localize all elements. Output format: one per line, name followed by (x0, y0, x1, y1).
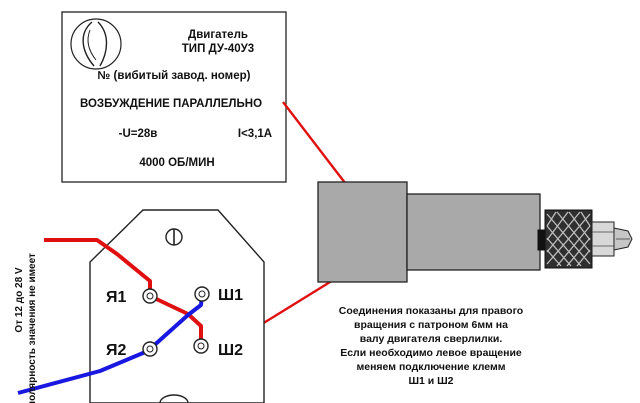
terminal-ya2-label: Я2 (106, 342, 127, 359)
note-line-3: валу двигателя сверлилки. (360, 333, 503, 345)
screw-icon (159, 394, 189, 403)
jumper-wire-ya1-sh2 (149, 294, 203, 346)
terminal-sh2: Ш2 (193, 338, 243, 359)
plate-title: Двигатель (188, 29, 248, 41)
note-line-1: Соединения показаны для правого (339, 305, 523, 317)
motor-shaft (537, 229, 546, 251)
note-line-5: меняем подключение клемм (356, 361, 505, 373)
terminal-ya1-label: Я1 (106, 289, 127, 306)
plate-voltage: -U=28в (119, 128, 158, 140)
plate-serial: № (вибитый завод. номер) (98, 70, 251, 82)
rating-plate: Двигатель ТИП ДУ-40У3 № (вибитый завод. … (61, 11, 287, 183)
terminal-sh1: Ш1 (194, 286, 243, 304)
terminal-block-outline (89, 209, 265, 403)
supply-voltage-label: От 12 до 28 V полярность значения не име… (14, 253, 38, 403)
note-line-4: Если необходимо левое вращение (340, 347, 522, 359)
plate-excitation: ВОЗБУЖДЕНИЕ ПАРАЛЛЕЛЬНО (80, 98, 262, 110)
positive-wire (44, 238, 152, 296)
rating-plate-frame (61, 11, 287, 183)
terminal-sh2-label: Ш2 (218, 342, 243, 359)
logo-icon (70, 18, 122, 70)
motor-gearbox (406, 193, 541, 271)
motor-housing (317, 181, 408, 283)
wiring-note: Соединения показаны для правого вращения… (339, 305, 523, 387)
supply-polarity-note: полярность значения не имеет (27, 253, 38, 403)
supply-voltage-range: От 12 до 28 V (14, 267, 25, 332)
terminal-ya2: Я2 (106, 341, 158, 359)
plate-to-motor-arrow (282, 101, 352, 192)
note-line-6: Ш1 и Ш2 (408, 375, 453, 387)
terminal-ya1: Я1 (106, 288, 158, 306)
drill-chuck (544, 209, 633, 269)
plate-speed: 4000 ОБ/МИН (139, 157, 214, 169)
plate-type: ТИП ДУ-40У3 (182, 43, 254, 55)
screw-icon (165, 228, 183, 246)
terminal-block (89, 209, 265, 403)
motor-body (317, 181, 633, 283)
plate-current: I<3,1A (238, 128, 272, 140)
note-line-2: вращения с патроном 6мм на (354, 319, 508, 331)
terminal-sh1-label: Ш1 (218, 287, 243, 304)
